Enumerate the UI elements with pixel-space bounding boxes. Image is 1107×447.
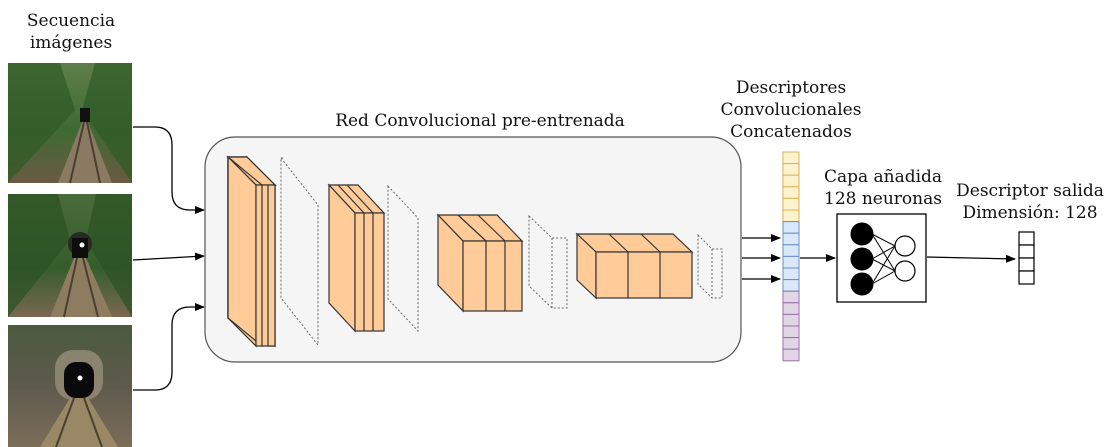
descriptor-cell-purple [782,348,800,362]
output-label-line2: Dimensión: 128 [962,203,1097,223]
arrow-image1-to-network [133,126,205,214]
descriptors-label-line1: Descriptores [736,78,846,98]
sequence-label-line1: Secuencia [27,11,115,31]
hidden-neuron [850,247,874,271]
hidden-neuron [850,222,874,246]
output-cell [1018,244,1035,259]
added-layer-label-line1: Capa añadida [824,167,942,187]
added-dense-layer [836,213,927,303]
descriptor-cell-yellow [782,209,800,223]
arrow-layer-to-output [926,254,1016,263]
descriptors-label-line3: Concatenados [730,122,852,142]
descriptor-cell-blue [782,244,800,257]
pool-layer-2 [387,184,419,333]
conv-block-1 [226,155,277,348]
pool-layer-4 [697,233,723,299]
output-label-line1: Descriptor salida [956,181,1104,201]
added-layer-label-line2: 128 neuronas [824,189,942,209]
cnn-title: Red Convolucional pre-entrenada [335,111,625,131]
output-neuron [894,260,916,282]
descriptor-cell-blue [782,279,800,292]
input-image-3 [8,325,132,447]
sequence-label-line2: imágenes [30,33,112,53]
descriptor-cell-purple [782,290,800,304]
descriptor-cell-blue [782,221,800,234]
descriptor-cell-blue [782,232,800,246]
neurons [850,222,916,296]
output-neuron [894,235,916,257]
descriptor-cell-purple [782,302,800,315]
output-cell [1018,257,1035,272]
conv-block-2 [327,183,386,333]
input-image-1 [8,63,132,184]
output-cell [1018,231,1035,246]
descriptor-cell-yellow [782,151,800,165]
descriptor-cell-yellow [782,186,800,199]
descriptor-cell-blue [782,267,800,281]
pool-layer-3 [528,214,568,309]
descriptor-cell-purple [782,313,800,327]
descriptor-cell-blue [782,255,800,269]
descriptor-cell-yellow [782,174,800,188]
descriptors-label-line2: Convolucionales [721,100,862,120]
arrow-image3-to-network [133,303,205,391]
conv-block-3 [436,213,524,313]
input-image-2 [8,194,132,318]
descriptor-cell-yellow [782,163,800,176]
output-descriptor-vector [1018,231,1035,285]
descriptor-cell-yellow [782,197,800,211]
arrow-image2-to-network [132,252,205,261]
hidden-neuron [850,272,874,296]
descriptor-cell-purple [782,325,800,339]
output-cell [1018,270,1035,285]
concatenated-descriptor-vector [782,151,800,362]
descriptor-cell-purple [782,337,800,350]
conv-block-4 [575,232,694,300]
neuron-connections [871,233,896,285]
pool-layer-1 [280,156,319,347]
